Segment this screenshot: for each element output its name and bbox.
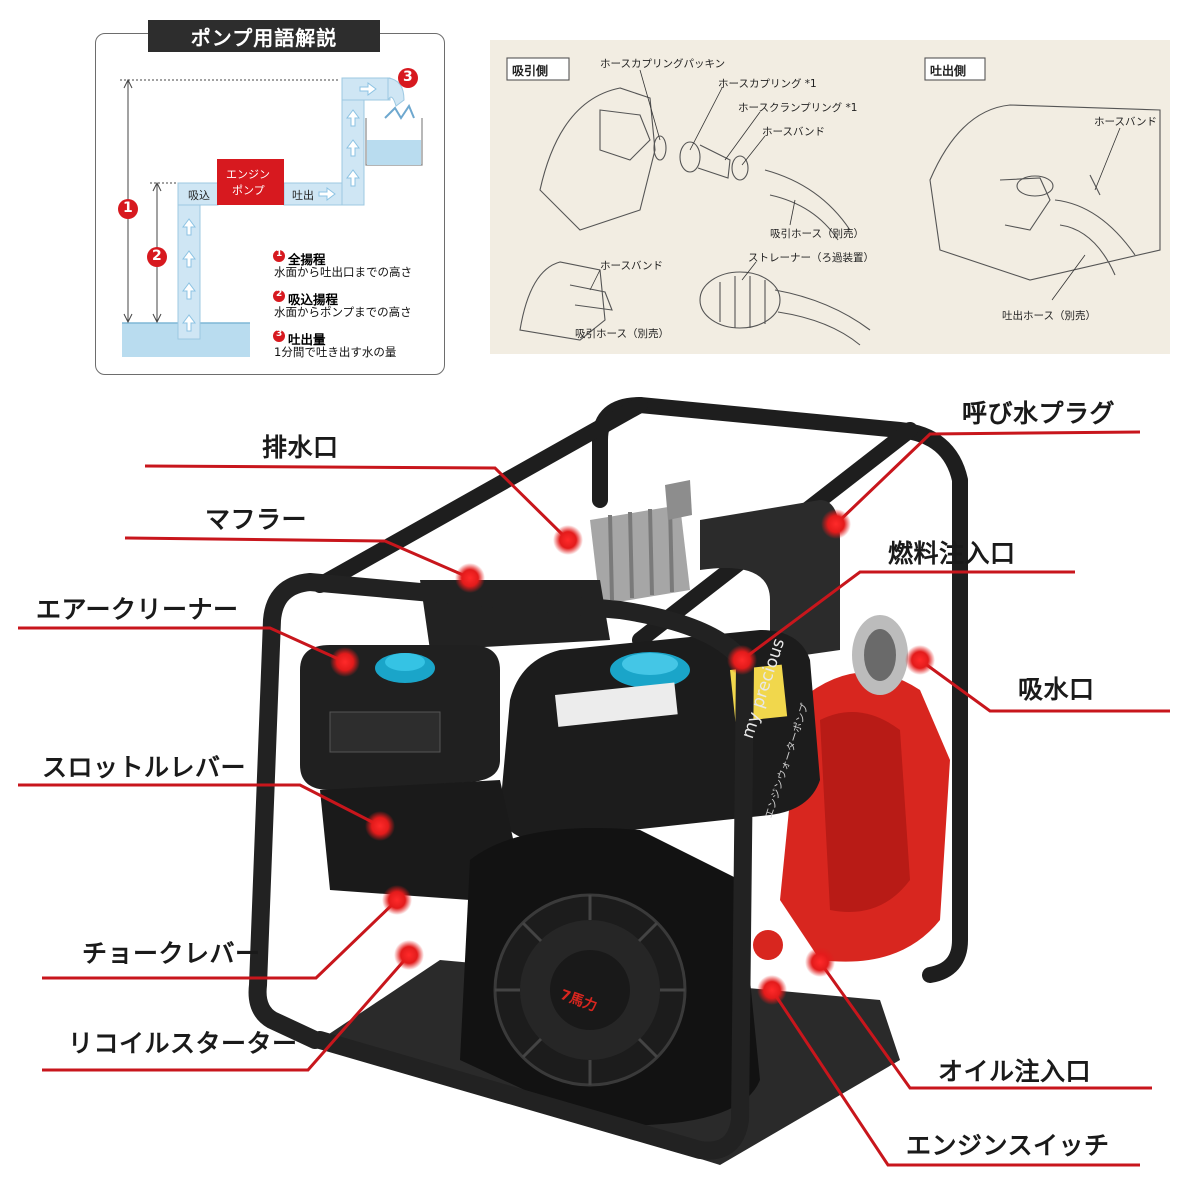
suction-hose-label-2: 吸引ホース（別売） xyxy=(575,328,669,340)
choke-line xyxy=(42,898,399,980)
coupling-label: ホースカプリング *1 xyxy=(718,78,817,90)
choke-lever-label: チョークレバー xyxy=(82,939,261,968)
throttle-dot xyxy=(365,811,395,841)
fuel-inlet-dot xyxy=(727,645,757,675)
priming-plug-line xyxy=(834,430,1141,526)
drain-port-line xyxy=(144,464,570,542)
strainer-sketch xyxy=(699,271,781,329)
drain-port-dot xyxy=(553,525,583,555)
definition-1-desc: 水面から吐出口までの高さ xyxy=(274,265,412,279)
air-cleaner-line xyxy=(18,626,346,664)
hose-band-label-2: ホースバンド xyxy=(600,260,663,272)
oil-inlet-line xyxy=(818,961,1152,1090)
fuel-inlet-line xyxy=(741,570,1075,662)
suction-port-label: 吸水口 xyxy=(1018,675,1095,704)
outlet-tank-water xyxy=(367,140,421,165)
front-frame xyxy=(248,573,754,1160)
recoil-starter xyxy=(460,828,760,1126)
suction-port-line xyxy=(919,658,1170,713)
drain-port-label: 排水口 xyxy=(262,433,339,462)
choke-dot xyxy=(382,885,412,915)
strainer-label: ストレーナー（ろ過装置） xyxy=(748,252,874,264)
coupling-sketch xyxy=(679,141,701,173)
discharge-hose-sketch xyxy=(1054,199,1136,256)
marker-3 xyxy=(398,68,418,88)
suction-port-dot xyxy=(905,645,935,675)
suction-hose-sketch xyxy=(764,169,851,231)
air-cleaner-dot xyxy=(330,647,360,677)
muffler-line xyxy=(124,536,471,580)
recoil-line xyxy=(42,954,411,1072)
clamp-ring-label: ホースクランプリング *1 xyxy=(738,102,858,114)
definition-3-term: 吐出量 xyxy=(288,332,326,347)
splash xyxy=(384,103,415,120)
air-cleaner xyxy=(300,645,500,790)
oil-inlet-dot xyxy=(805,947,835,977)
throttle-line xyxy=(18,783,381,828)
glossary-title: ポンプ用語解説 xyxy=(148,20,380,52)
hose-band-label-3: ホースバンド xyxy=(1094,116,1157,128)
definition-3-desc: 1分間で吐き出す水の量 xyxy=(274,345,397,359)
definition-2-desc: 水面からポンプまでの高さ xyxy=(274,305,412,319)
discharge-hose-label: 吐出ホース（別売） xyxy=(1002,310,1096,322)
throttle-lever-label: スロットルレバー xyxy=(42,753,247,782)
engine-switch-dot xyxy=(757,975,787,1005)
fuel-inlet-label: 燃料注入口 xyxy=(888,539,1016,568)
definition-1-term: 全揚程 xyxy=(288,252,326,267)
muffler-dot xyxy=(455,563,485,593)
priming-plug-dot xyxy=(821,509,851,539)
hose-band-label: ホースバンド xyxy=(762,126,825,138)
coupling-packing-label: ホースカプリングパッキン xyxy=(600,58,726,70)
definition-2-term: 吸込揚程 xyxy=(288,292,339,307)
marker-1-label: 1 xyxy=(123,200,133,216)
suction-pump-sketch xyxy=(539,87,656,231)
definition-1-num: 1 xyxy=(276,249,283,259)
definition-2-num: 2 xyxy=(276,289,283,299)
marker-3-label: 3 xyxy=(403,69,413,85)
engine-pump-box xyxy=(217,159,284,205)
discharge-label: 吐出 xyxy=(292,189,314,202)
engine-switch xyxy=(753,930,783,960)
engine-switch-label: エンジンスイッチ xyxy=(906,1131,1110,1160)
engine-pump-label-2: ポンプ xyxy=(232,184,265,197)
priming-plug-label: 呼び水プラグ xyxy=(962,399,1116,428)
definition-3-num: 3 xyxy=(276,329,283,339)
suction-hose-label: 吸引ホース（別売） xyxy=(770,228,864,240)
recoil-dot xyxy=(394,940,424,970)
discharge-elbow xyxy=(590,480,840,660)
suction-side-title: 吸引側 xyxy=(512,64,549,78)
engine-pump-label-1: エンジン xyxy=(226,168,270,181)
marker-2 xyxy=(147,247,167,267)
suction-label: 吸込 xyxy=(188,189,210,202)
discharge-side-title: 吐出側 xyxy=(930,64,967,78)
engine-switch-line xyxy=(770,989,1140,1167)
flow-arrows xyxy=(182,82,377,332)
discharge-pump-sketch xyxy=(929,104,1161,281)
oil-inlet-label: オイル注入口 xyxy=(938,1057,1092,1086)
recoil-starter-label: リコイルスターター xyxy=(68,1029,298,1058)
marker-2-label: 2 xyxy=(152,248,162,264)
muffler-label: マフラー xyxy=(205,505,308,534)
marker-1 xyxy=(118,199,138,219)
air-cleaner-label: エアークリーナー xyxy=(36,595,239,624)
red-pump-body xyxy=(780,615,950,962)
